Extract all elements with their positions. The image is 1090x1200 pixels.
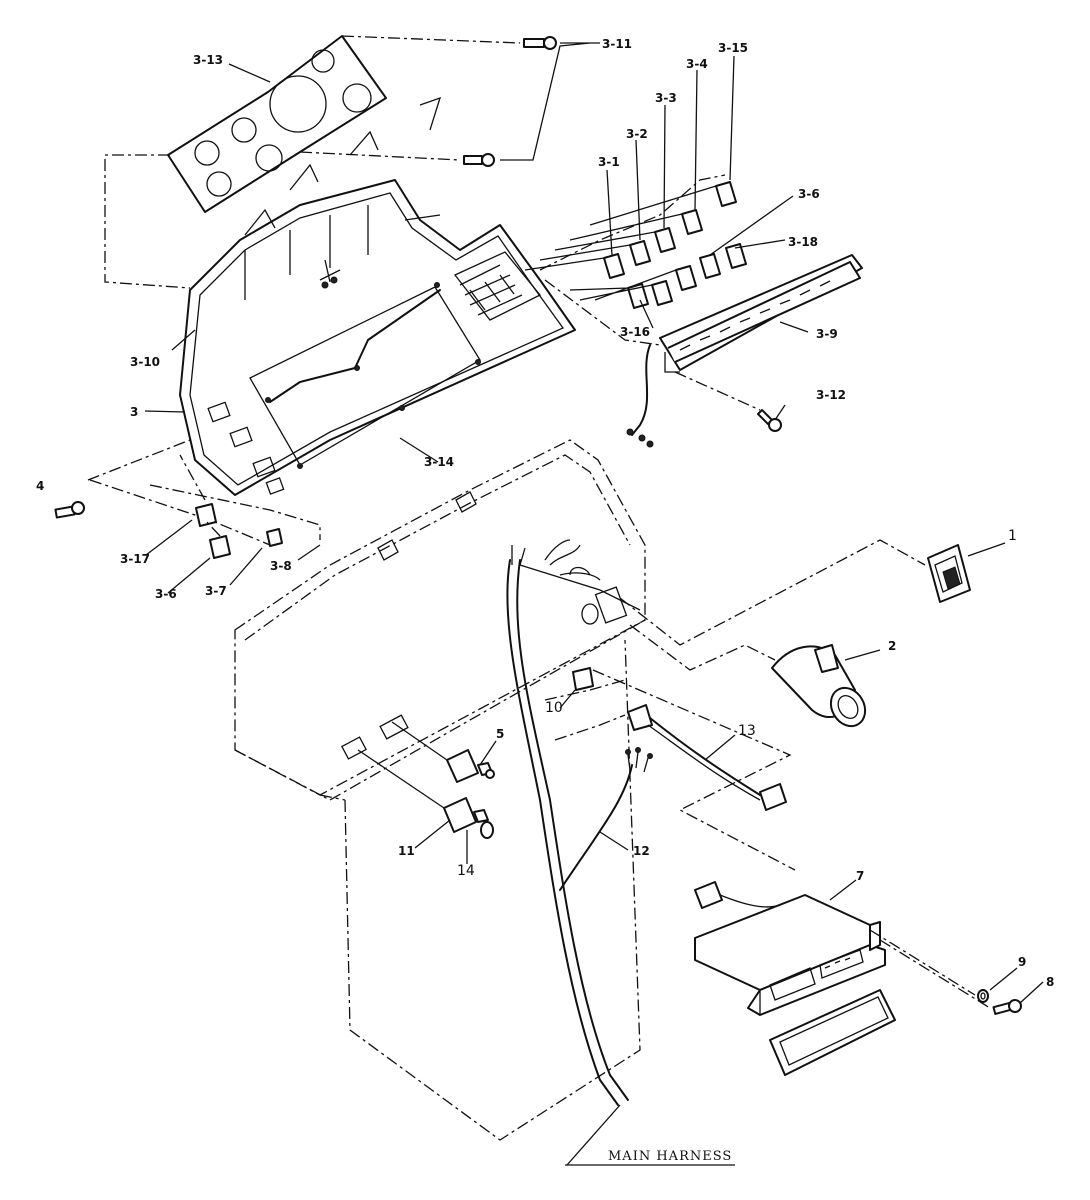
rocker-switch — [927, 544, 971, 603]
label-3-9: 3-9 — [816, 327, 838, 341]
label-3-8: 3-8 — [270, 559, 292, 573]
label-8: 8 — [1046, 975, 1054, 989]
label-10: 10 — [545, 700, 563, 716]
toggle-switch-5 — [446, 749, 495, 783]
label-9: 9 — [1018, 955, 1026, 969]
screw-4 — [54, 501, 85, 519]
dash-panel — [179, 179, 576, 496]
label-3-10: 3-10 — [130, 355, 160, 369]
screw-3-12 — [757, 409, 782, 432]
label-3-6-bottom: 3-6 — [155, 587, 177, 601]
gauge-panel-plate — [167, 35, 387, 213]
label-1: 1 — [1008, 528, 1017, 544]
label-3-1: 3-1 — [598, 155, 620, 169]
label-2: 2 — [888, 639, 896, 653]
label-11: 11 — [398, 844, 415, 858]
cable-13 — [627, 704, 787, 811]
screw-3-11-lower — [463, 153, 495, 167]
label-3-16: 3-16 — [620, 325, 650, 339]
label-4: 4 — [36, 479, 44, 493]
main-harness-caption: MAIN HARNESS — [608, 1149, 732, 1164]
switch-bar — [659, 254, 863, 373]
radio-connector — [694, 881, 723, 909]
label-3-17: 3-17 — [120, 552, 150, 566]
switch-knobs — [603, 181, 747, 309]
label-3-11: 3-11 — [602, 37, 632, 51]
console-body — [234, 439, 646, 1141]
main-harness — [506, 539, 629, 1106]
label-3-4: 3-4 — [686, 57, 708, 71]
label-3-7: 3-7 — [205, 584, 227, 598]
label-3-15: 3-15 — [718, 41, 748, 55]
label-7: 7 — [856, 869, 864, 883]
label-3-2: 3-2 — [626, 127, 648, 141]
label-5: 5 — [496, 727, 504, 741]
label-3-12: 3-12 — [816, 388, 846, 402]
screw-8 — [992, 999, 1022, 1015]
cigar-lighter — [771, 644, 867, 728]
wire-12 — [559, 764, 633, 891]
label-12: 12 — [633, 844, 650, 858]
label-14: 14 — [457, 863, 475, 879]
screw-3-11-top — [523, 36, 557, 50]
connector-10 — [572, 667, 594, 691]
radio-faceplate — [769, 989, 896, 1076]
washer-9 — [977, 989, 989, 1003]
toggle-switch-11 — [443, 797, 494, 839]
label-3-18: 3-18 — [788, 235, 818, 249]
label-3-13: 3-13 — [193, 53, 223, 67]
label-13: 13 — [738, 723, 756, 739]
radio-unit — [694, 894, 886, 1016]
leader-lines — [144, 55, 1044, 1166]
label-3: 3 — [130, 405, 138, 419]
label-3-6-top: 3-6 — [798, 187, 820, 201]
label-3-14: 3-14 — [424, 455, 454, 469]
label-3-3: 3-3 — [655, 91, 677, 105]
